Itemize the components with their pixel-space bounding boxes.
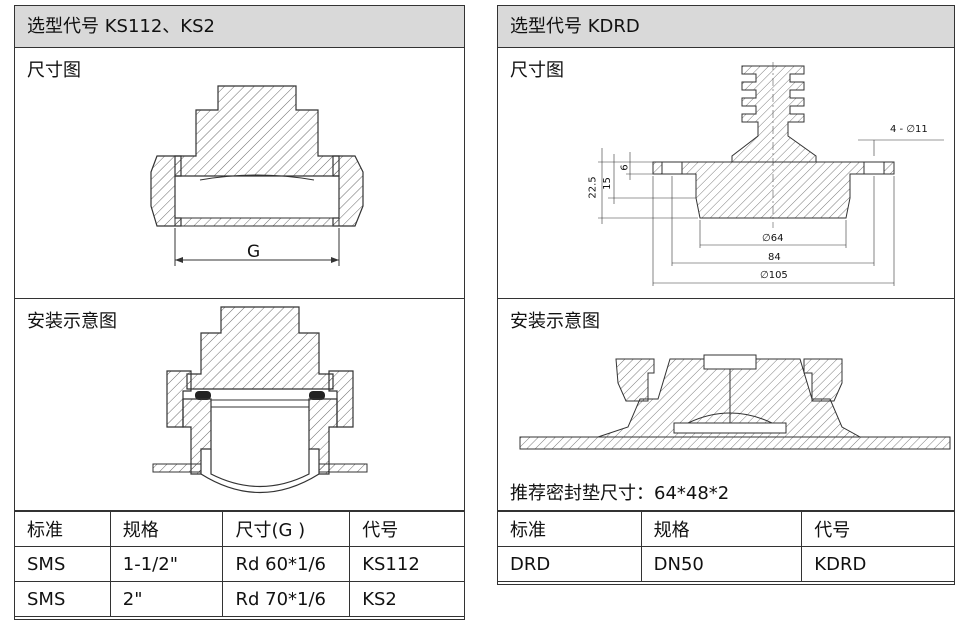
table-cell: 2" xyxy=(109,581,224,617)
table-cell: 1-1/2" xyxy=(109,546,224,582)
right-install-label: 安装示意图 xyxy=(510,311,600,332)
table-header-cell: 代号 xyxy=(801,511,955,547)
right-panel: 选型代号 KDRD 尺寸图 xyxy=(497,5,955,585)
table-cell: KDRD xyxy=(801,546,955,582)
table-cell: DRD xyxy=(497,546,642,582)
table-header-row: 标准 规格 尺寸(G ) 代号 xyxy=(14,511,465,547)
left-panel: 选型代号 KS112、KS2 尺寸图 G xyxy=(14,5,465,620)
dim-15-label: 15 xyxy=(601,177,613,190)
table-cell: Rd 60*1/6 xyxy=(222,546,351,582)
table-header-cell: 尺寸(G ) xyxy=(222,511,351,547)
left-dimension-label: 尺寸图 xyxy=(27,60,81,81)
table-header-cell: 规格 xyxy=(640,511,803,547)
table-header-cell: 标准 xyxy=(14,511,111,547)
dim-64-label: ∅64 xyxy=(762,233,784,244)
table-cell: KS2 xyxy=(349,581,465,617)
left-title: 选型代号 KS112、KS2 xyxy=(15,6,464,48)
dim-84-label: 84 xyxy=(768,252,781,263)
right-spec-table: 标准 规格 代号 DRD DN50 KDRD xyxy=(497,511,955,582)
table-header-cell: 代号 xyxy=(349,511,465,547)
table-cell: Rd 70*1/6 xyxy=(222,581,351,617)
table-header-cell: 规格 xyxy=(109,511,224,547)
dim-22-5-label: 22.5 xyxy=(587,176,599,199)
left-dimension-drawing xyxy=(150,85,364,266)
table-header-cell: 标准 xyxy=(497,511,642,547)
table-cell: SMS xyxy=(14,581,111,617)
table-row: SMS 1-1/2" Rd 60*1/6 KS112 xyxy=(14,546,465,582)
left-install-label: 安装示意图 xyxy=(27,311,117,332)
left-spec-table: 标准 规格 尺寸(G ) 代号 SMS 1-1/2" Rd 60*1/6 KS1… xyxy=(14,511,465,617)
table-row: SMS 2" Rd 70*1/6 KS2 xyxy=(14,581,465,617)
table-cell: SMS xyxy=(14,546,111,582)
gasket-size-note: 推荐密封垫尺寸：64*48*2 xyxy=(510,483,730,504)
dim-105-label: ∅105 xyxy=(760,270,788,281)
right-install-section: 安装示意图 推荐密封垫尺寸：64*48*2 xyxy=(498,299,954,511)
right-dimension-label: 尺寸图 xyxy=(510,60,564,81)
table-cell: KS112 xyxy=(349,546,465,582)
right-install-drawing xyxy=(519,354,951,450)
right-dimension-drawing xyxy=(598,62,944,286)
left-dimension-section: 尺寸图 G xyxy=(15,48,464,299)
left-install-section: 安装示意图 xyxy=(15,299,464,511)
table-header-row: 标准 规格 代号 xyxy=(497,511,955,547)
right-title: 选型代号 KDRD xyxy=(498,6,954,48)
table-cell: DN50 xyxy=(640,546,803,582)
g-dimension-label: G xyxy=(247,242,261,262)
right-dimension-section: 尺寸图 xyxy=(498,48,954,299)
left-install-drawing xyxy=(152,306,368,494)
dim-holes-label: 4 - ∅11 xyxy=(890,124,928,135)
dim-6-label: 6 xyxy=(619,164,631,171)
table-row: DRD DN50 KDRD xyxy=(497,546,955,582)
